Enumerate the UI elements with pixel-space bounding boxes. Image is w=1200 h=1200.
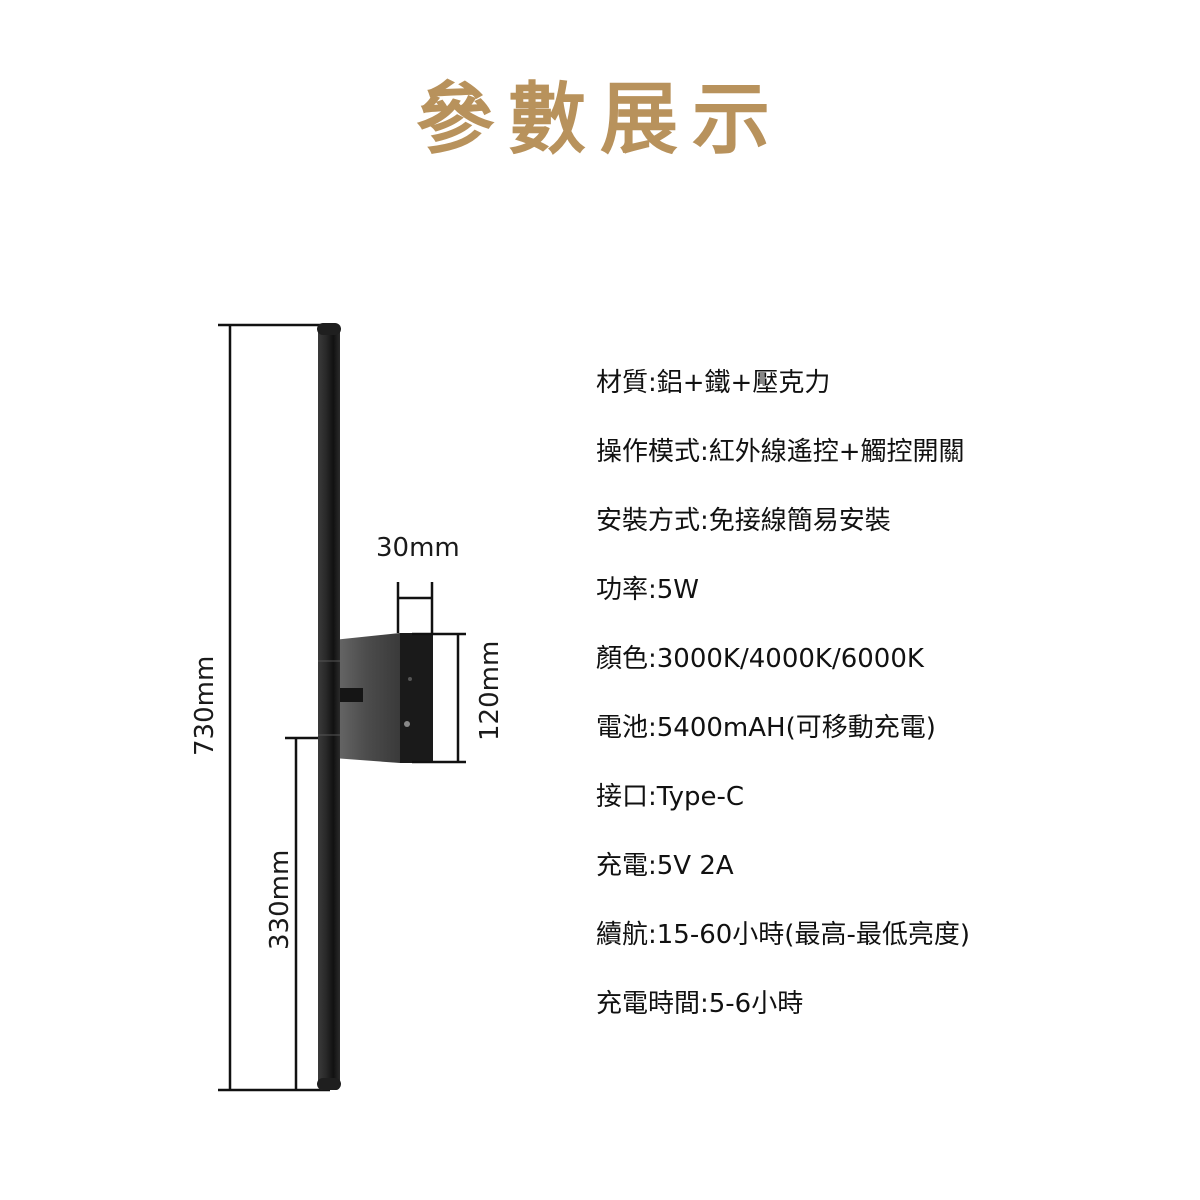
mounting-box: [333, 633, 433, 763]
spec-charging-time: 充電時間:5-6小時: [596, 989, 804, 1019]
label-120mm: 120mm: [475, 640, 505, 741]
label-330mm: 330mm: [265, 849, 295, 950]
label-30mm: 30mm: [376, 533, 460, 563]
spec-power: 功率:5W: [596, 575, 700, 605]
spec-charging: 充電:5V 2A: [596, 851, 734, 881]
dimension-120mm-line: [412, 632, 466, 764]
spec-battery: 電池:5400mAH(可移動充電): [596, 713, 936, 743]
page-title: 參數展示: [415, 75, 784, 165]
dimension-330mm-line: [285, 736, 320, 1090]
lamp-pole: [317, 323, 341, 1090]
spec-port: 接口:Type-C: [596, 782, 745, 812]
dimension-30mm-line: [396, 582, 434, 633]
spec-battery-life: 續航:15-60小時(最高-最低亮度): [596, 920, 970, 950]
label-730mm: 730mm: [190, 655, 220, 756]
spec-material: 材質:鋁+鐵+壓克力: [596, 368, 831, 398]
spec-color-temperature: 顏色:3000K/4000K/6000K: [596, 644, 924, 674]
spec-installation: 安裝方式:免接線簡易安裝: [596, 506, 891, 536]
spec-operation-mode: 操作模式:紅外線遙控+觸控開關: [596, 437, 965, 467]
dimension-730mm-line: [218, 323, 330, 1092]
spec-list: 材質:鋁+鐵+壓克力 操作模式:紅外線遙控+觸控開關 安裝方式:免接線簡易安裝 …: [596, 364, 970, 1054]
